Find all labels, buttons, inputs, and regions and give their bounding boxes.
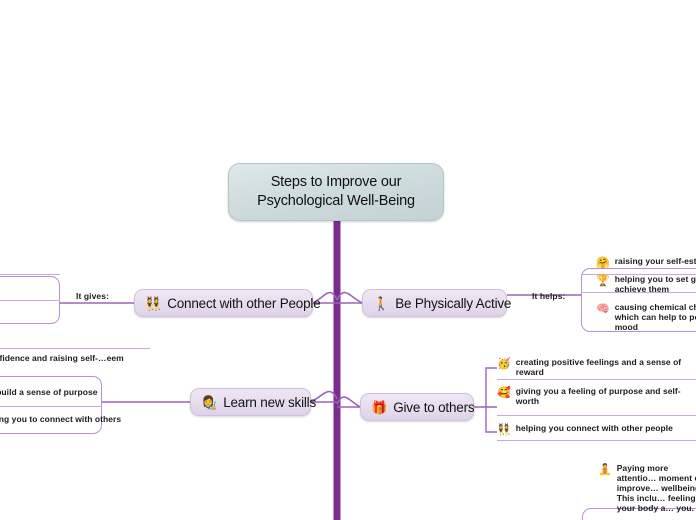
leaf-item[interactable]: …sting self-confidence and raising self-… xyxy=(0,353,150,363)
leafbox-mindfulness xyxy=(582,508,696,520)
leaf-item[interactable]: 🤝 helping you to connect with others xyxy=(0,414,165,427)
leaf-text: creating positive feelings and a sense o… xyxy=(515,357,682,377)
root-node[interactable]: Steps to Improve our Psychological Well-… xyxy=(228,163,444,221)
leaf-text: helping you connect with other people xyxy=(515,423,673,433)
leaf-separator xyxy=(0,274,60,275)
branch-label: Connect with other People xyxy=(167,295,321,311)
leaf-separator xyxy=(0,300,60,301)
leaf-item[interactable]: 👯 helping you connect with other people xyxy=(497,423,696,436)
smiling-face-hearts-icon: 🥰 xyxy=(497,387,511,399)
leaf-separator xyxy=(497,379,696,380)
leaf-separator xyxy=(581,292,696,293)
leaf-item[interactable]: 🤗 raising your self-este… xyxy=(596,256,696,269)
branch-learn-new-skills[interactable]: 👩‍🎨 Learn new skills xyxy=(190,388,316,416)
leaf-text: Paying more attentio… moment can improve… xyxy=(616,463,696,513)
leaf-text: helping you to set go… achieve them xyxy=(614,274,696,294)
walking-person-icon: 🚶 xyxy=(373,295,390,311)
branch-give-to-others[interactable]: 🎁 Give to others xyxy=(360,393,475,421)
leaf-item[interactable]: 🥳 creating positive feelings and a sense… xyxy=(497,357,696,377)
leaf-item[interactable]: 🧘 Paying more attentio… moment can impro… xyxy=(598,463,696,513)
leafbox-physically-active xyxy=(581,268,696,332)
branch-label: Give to others xyxy=(393,399,475,415)
edge-label-it-helps: It helps: xyxy=(532,291,566,301)
leaf-item[interactable]: 🏆 helping you to set go… achieve them xyxy=(596,274,696,294)
leaf-separator xyxy=(497,415,696,416)
meditation-icon: 🧘 xyxy=(598,464,612,476)
root-line-2: Psychological Well-Being xyxy=(257,193,415,209)
leaf-icon: 🤗 xyxy=(596,257,610,269)
party-face-icon: 🥳 xyxy=(497,358,511,370)
leaf-text: helping you to connect with others xyxy=(0,414,122,424)
leaf-text: causing chemical cha… which can help to … xyxy=(614,302,696,332)
branch-connect-with-other-people[interactable]: 👯 Connect with other People xyxy=(134,289,321,317)
leaf-item[interactable]: …ng and xyxy=(0,256,59,266)
leaf-separator xyxy=(0,348,150,349)
root-line-1: Steps to Improve our xyxy=(270,174,402,190)
leaf-item[interactable]: …ow you to xyxy=(0,308,59,318)
leaf-text: raising your self-este… xyxy=(614,256,696,266)
leaf-separator xyxy=(0,406,102,407)
branch-be-physically-active[interactable]: 🚶 Be Physically Active xyxy=(362,289,511,317)
leaf-icon: 🏆 xyxy=(596,275,610,287)
leaf-separator xyxy=(582,274,696,275)
branch-label: Learn new skills xyxy=(223,394,317,410)
people-icon: 👯 xyxy=(145,295,162,311)
leaf-item[interactable]: 🥰 giving you a feeling of purpose and se… xyxy=(497,386,696,406)
leaf-separator xyxy=(497,440,696,441)
branch-label: Be Physically Active xyxy=(395,295,512,311)
root-node-text: Steps to Improve our Psychological Well-… xyxy=(257,173,415,211)
leaf-text: …sting self-confidence and raising self-… xyxy=(0,353,124,363)
leaf-text: giving you a feeling of purpose and self… xyxy=(515,386,681,406)
leaf-item[interactable]: …positive xyxy=(0,281,59,291)
gift-icon: 🎁 xyxy=(371,399,388,415)
leaf-item[interactable]: 🧠 causing chemical cha… which can help t… xyxy=(596,302,696,332)
leafbox-learn-new-skills xyxy=(0,376,102,434)
leaf-item[interactable]: helping you to build a sense of purpose xyxy=(0,387,165,397)
edge-label-it-gives: It gives: xyxy=(76,291,110,301)
leaf-icon: 🧠 xyxy=(596,303,610,315)
people-icon: 👯 xyxy=(497,424,511,436)
leaf-text: helping you to build a sense of purpose xyxy=(0,387,98,397)
artist-icon: 👩‍🎨 xyxy=(201,394,218,410)
